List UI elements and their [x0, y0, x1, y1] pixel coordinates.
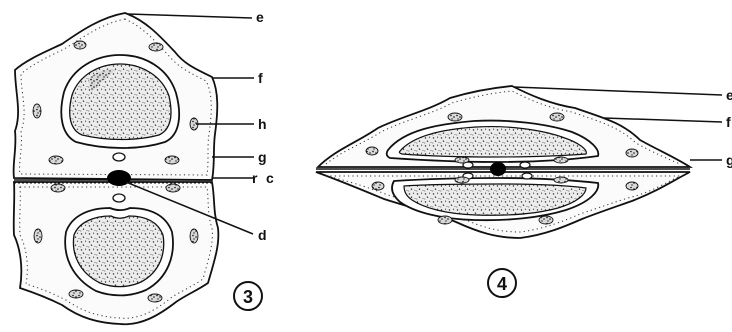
fig3-dark-nodule [107, 170, 131, 186]
fig3-label-h: h [258, 116, 267, 132]
fig4-granule [438, 216, 452, 224]
fig3-label-e: e [256, 9, 264, 25]
fig4-number: 4 [497, 274, 507, 294]
fig3-granule [51, 184, 65, 192]
fig4-granule [539, 216, 553, 224]
fig3-granule [148, 294, 162, 302]
fig4-granule [448, 113, 462, 121]
fig4-lower-vesicle-right [522, 173, 532, 179]
fig4-upper-vesicle-right [520, 162, 530, 168]
fig3-granule [34, 229, 42, 243]
fig3-leader-e [128, 14, 252, 18]
fig3-granule [165, 156, 179, 164]
fig3-granule [74, 41, 86, 49]
fig3-number: 3 [243, 287, 253, 307]
fig4-granule [554, 177, 568, 183]
figure-3: e f h g r c d 3 [14, 9, 274, 324]
fig4-granule [372, 182, 384, 190]
fig4-granule [455, 157, 469, 163]
fig3-upper-vesicle [113, 153, 125, 161]
figure-4: e f g 4 [316, 86, 732, 297]
fig4-dark-nodule [490, 162, 506, 176]
fig4-label-g: g [726, 152, 732, 168]
fig3-label-f: f [258, 70, 263, 86]
fig3-granule [149, 43, 163, 51]
fig4-granule [366, 147, 378, 155]
fig3-granule [33, 104, 41, 118]
fig4-granule [550, 113, 564, 121]
fig4-granule [455, 177, 469, 183]
fig3-label-r: r [252, 170, 258, 186]
fig4-leader-e [514, 87, 722, 95]
fig4-leader-f [604, 118, 722, 122]
fig4-granule [554, 157, 568, 163]
fig4-granule [626, 149, 638, 157]
fig3-granule [69, 290, 83, 298]
fig3-label-c: c [266, 170, 274, 186]
fig4-label-e: e [726, 87, 732, 103]
fig3-granule [190, 229, 198, 243]
fig3-granule [166, 184, 180, 192]
fig3-label-d: d [258, 227, 267, 243]
fig4-label-f: f [726, 114, 731, 130]
fig3-lower-vesicle [113, 194, 125, 202]
fig3-granule [49, 156, 63, 164]
fig4-granule [626, 182, 638, 190]
fig3-label-g: g [258, 149, 267, 165]
